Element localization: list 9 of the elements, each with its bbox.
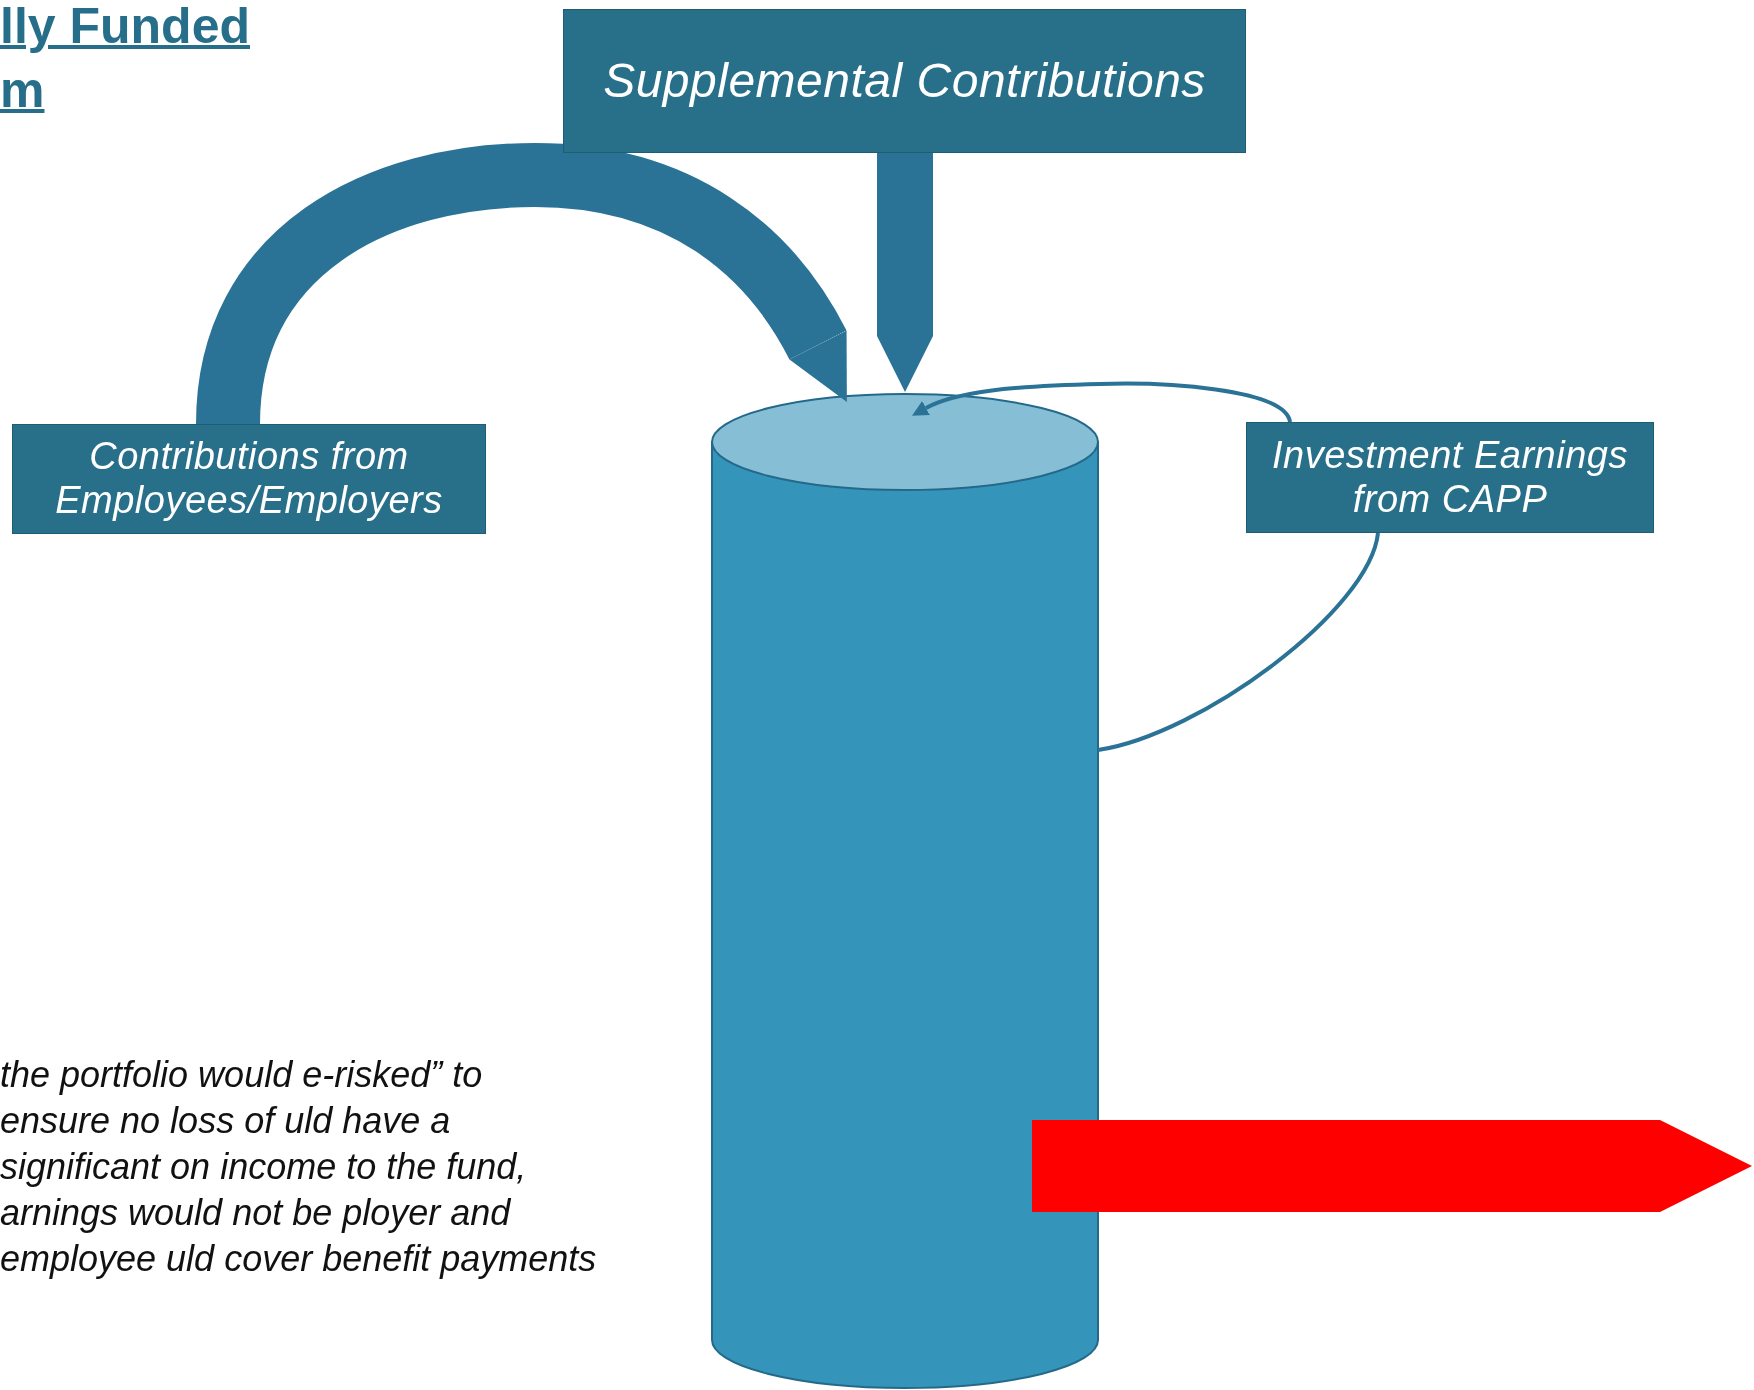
note-text: the portfolio would e-risked” to ensure no loss of uld have a significant on income to the fund, arnings would not be ployer and employee uld cover benefit payments (0, 1053, 598, 1281)
label-box: Supplemental Contributions (563, 9, 1246, 153)
arrow (196, 143, 849, 427)
arrow (877, 153, 933, 392)
slide-title: lly Funded m (0, 0, 251, 120)
arrow (1032, 1120, 1752, 1212)
label-box: Contributions from Employees/Employers (12, 424, 486, 534)
arrow (911, 381, 1292, 423)
label-box: Investment Earnings from CAPP (1246, 422, 1654, 533)
